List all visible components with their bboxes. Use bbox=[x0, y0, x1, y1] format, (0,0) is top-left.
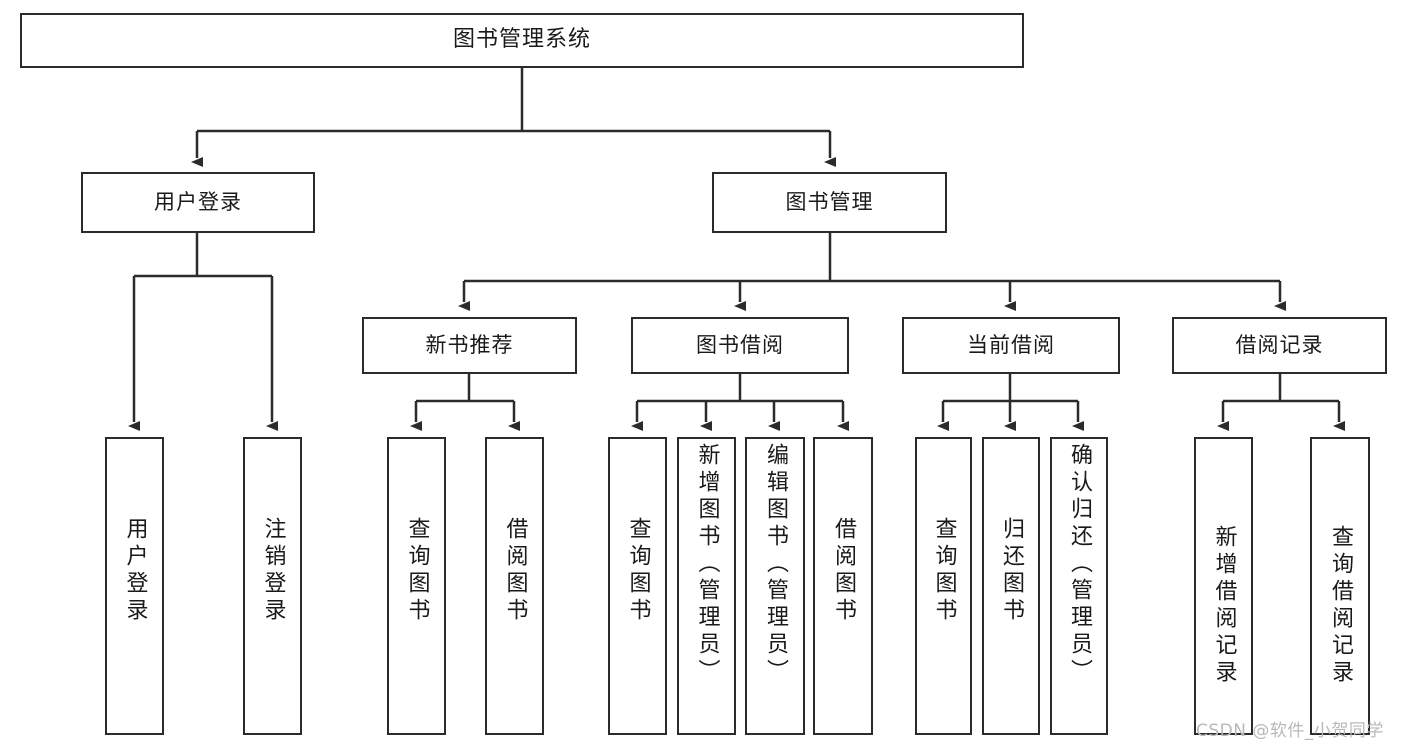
node-leaf-borrow-book[interactable]: 借阅图书 bbox=[813, 437, 873, 735]
node-label: 用户登录 bbox=[122, 517, 148, 625]
node-leaf-add-borrow-record[interactable]: 新增借阅记录 bbox=[1194, 437, 1253, 735]
node-leaf-query-borrow-record[interactable]: 查询借阅记录 bbox=[1310, 437, 1370, 735]
node-book-borrow[interactable]: 图书借阅 bbox=[631, 317, 849, 374]
node-label: 图书管理 bbox=[785, 189, 874, 214]
node-label: 当前借阅 bbox=[967, 332, 1055, 357]
node-leaf-user-login[interactable]: 用户登录 bbox=[105, 437, 164, 735]
node-label: 用户登录 bbox=[154, 189, 242, 214]
node-label: 查询图书 bbox=[404, 517, 430, 625]
node-root-system[interactable]: 图书管理系统 bbox=[20, 13, 1024, 68]
node-label: 归还图书 bbox=[999, 517, 1024, 625]
node-label: 查询借阅记录 bbox=[1328, 525, 1353, 687]
node-leaf-query-book-recommend[interactable]: 查询图书 bbox=[387, 437, 446, 735]
node-leaf-borrow-book-recommend[interactable]: 借阅图书 bbox=[485, 437, 544, 735]
node-label: 借阅图书 bbox=[502, 517, 528, 625]
node-label: 新书推荐 bbox=[425, 332, 514, 357]
node-label: 确认归还（管理员） bbox=[1067, 443, 1092, 686]
node-label: 查询图书 bbox=[625, 517, 651, 625]
node-label: 新增图书（管理员） bbox=[694, 443, 720, 686]
node-current-borrow[interactable]: 当前借阅 bbox=[902, 317, 1120, 374]
node-leaf-query-book-current[interactable]: 查询图书 bbox=[915, 437, 972, 735]
watermark-text: CSDN @软件_小贺同学 bbox=[1196, 721, 1384, 741]
node-label: 图书管理系统 bbox=[452, 27, 591, 53]
node-leaf-logout[interactable]: 注销登录 bbox=[243, 437, 302, 735]
node-label: 借阅图书 bbox=[831, 517, 856, 625]
node-label: 新增借阅记录 bbox=[1211, 525, 1237, 687]
node-label: 注销登录 bbox=[260, 517, 286, 625]
node-user-login[interactable]: 用户登录 bbox=[81, 172, 315, 233]
node-book-management[interactable]: 图书管理 bbox=[712, 172, 947, 233]
node-label: 借阅记录 bbox=[1235, 332, 1324, 357]
node-leaf-add-book-admin[interactable]: 新增图书（管理员） bbox=[677, 437, 736, 735]
node-label: 编辑图书（管理员） bbox=[763, 443, 788, 686]
node-leaf-edit-book-admin[interactable]: 编辑图书（管理员） bbox=[745, 437, 805, 735]
node-leaf-confirm-return-admin[interactable]: 确认归还（管理员） bbox=[1050, 437, 1108, 735]
node-label: 图书借阅 bbox=[696, 332, 784, 357]
node-new-book-recommend[interactable]: 新书推荐 bbox=[362, 317, 577, 374]
node-leaf-query-book-borrow[interactable]: 查询图书 bbox=[608, 437, 667, 735]
node-leaf-return-book[interactable]: 归还图书 bbox=[982, 437, 1040, 735]
node-borrow-record[interactable]: 借阅记录 bbox=[1172, 317, 1387, 374]
node-label: 查询图书 bbox=[931, 517, 957, 625]
